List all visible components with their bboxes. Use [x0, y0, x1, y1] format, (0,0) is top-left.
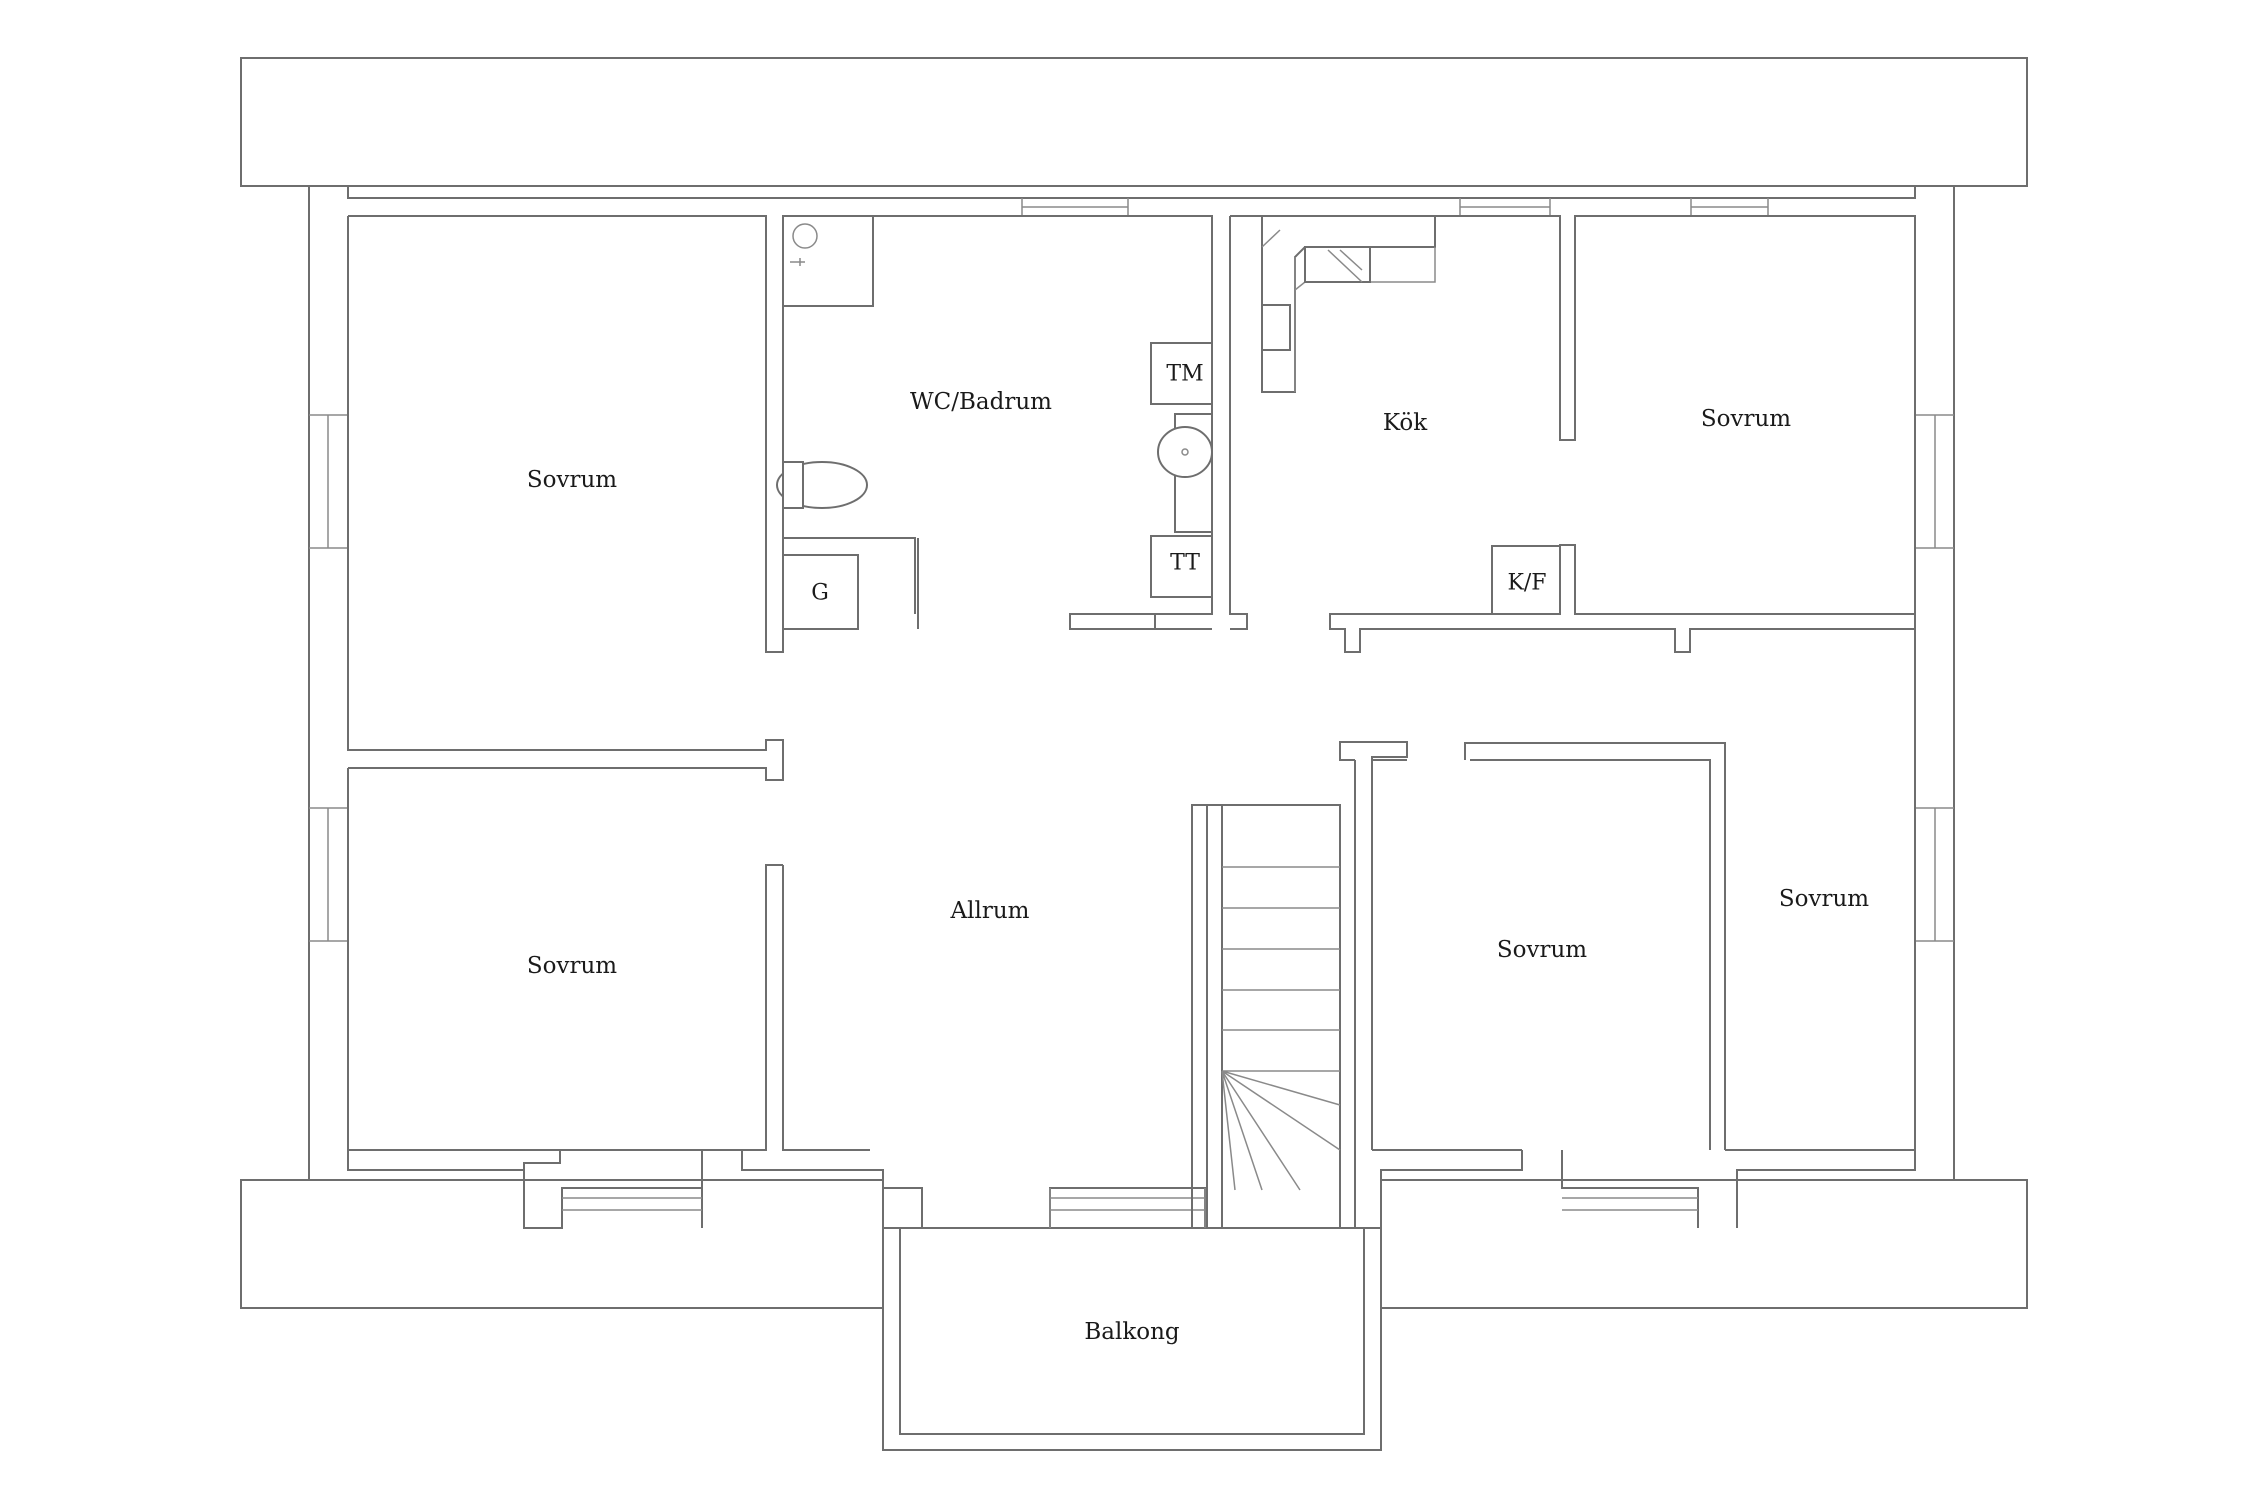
- sink-drain-icon: [1181, 448, 1189, 456]
- wall-allrum: [347, 780, 783, 1228]
- window-bottom-1: [562, 1197, 702, 1211]
- wall-sovrum-se: [1725, 628, 1916, 1150]
- shower: [782, 215, 874, 307]
- fixture-label-tt: TT: [1170, 550, 1200, 576]
- stove-hood-icon: [1327, 249, 1363, 283]
- roof-eave-bottom-right: [1380, 1179, 2028, 1309]
- room-label-sovrum-mid: Sovrum: [1496, 937, 1588, 963]
- window-top-1: [1021, 198, 1129, 216]
- window-right-1: [1915, 414, 1954, 549]
- fixture-g: [782, 554, 859, 630]
- room-label-sovrum-ne: Sovrum: [1700, 406, 1792, 432]
- window-bottom-3: [1562, 1197, 1698, 1211]
- shower-drain-icon: [792, 223, 818, 249]
- balkong-outer: [882, 1227, 1382, 1451]
- staircase-walls: [1191, 741, 1408, 1228]
- window-top-2: [1459, 198, 1551, 216]
- outer-wall-inner: [347, 186, 1916, 199]
- fixture-label-kf: K/F: [1507, 570, 1547, 596]
- window-bottom-2: [1050, 1197, 1205, 1211]
- wall-kok: [1229, 215, 1916, 653]
- fixture-label-g: G: [811, 580, 829, 606]
- window-right-2: [1915, 807, 1954, 942]
- room-label-sovrum-se: Sovrum: [1778, 886, 1870, 912]
- stove: [1304, 246, 1371, 283]
- staircase-steps: [1221, 866, 1341, 1191]
- kitchen-counter: [1261, 215, 1436, 393]
- room-label-sovrum-sw: Sovrum: [526, 953, 618, 979]
- wall-bottom: [347, 1150, 1916, 1229]
- room-label-balkong: Balkong: [1084, 1319, 1180, 1345]
- window-left-1: [309, 414, 348, 549]
- sink-icon: [1157, 426, 1213, 478]
- balkong-inner: [899, 1227, 1365, 1435]
- room-label-kok: Kök: [1382, 410, 1428, 436]
- toilet-tank: [782, 461, 804, 509]
- balkong-door: [1049, 1188, 1206, 1228]
- window-left-2: [309, 807, 348, 942]
- wall-sovrum-mid: [1372, 614, 1916, 1151]
- fixture-label-tm: TM: [1166, 361, 1204, 387]
- fixture-tt: [1150, 535, 1213, 598]
- room-label-sovrum-nw: Sovrum: [526, 467, 618, 493]
- room-label-allrum: Allrum: [950, 898, 1030, 924]
- wall-sovrum-nw: [347, 215, 1213, 781]
- window-top-3: [1690, 198, 1769, 216]
- shower-tap-icon: [790, 258, 805, 266]
- room-label-wc-badrum: WC/Badrum: [910, 389, 1052, 415]
- roof-eave-top: [240, 57, 2028, 187]
- fixture-tm: [1150, 342, 1213, 405]
- kitchen-sink-icon: [1261, 304, 1291, 351]
- outer-wall: [308, 185, 1955, 1180]
- fixture-kf: [1491, 545, 1561, 615]
